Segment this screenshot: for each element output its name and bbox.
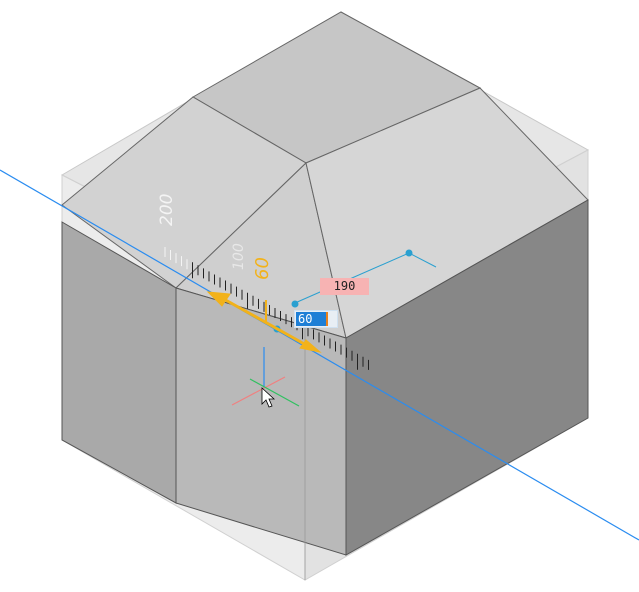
direction-arrows[interactable] [206,291,322,353]
dynamic-input-value[interactable]: 60 [296,312,326,326]
mouse-cursor-icon [261,387,276,408]
dynamic-input-field[interactable]: 60 [294,310,338,328]
dimension-tooltip: 190 [320,278,369,295]
text-caret [326,312,328,326]
wall-right-face [345,199,589,556]
construction-line [0,169,639,541]
ruler-label: 100 [231,243,247,270]
ucs-axes-icon [231,347,300,407]
ruler-label: 200 [157,193,177,226]
grip-point[interactable] [291,300,299,308]
grip-point[interactable] [405,249,413,257]
ruler-value-label: 60 [252,257,273,280]
